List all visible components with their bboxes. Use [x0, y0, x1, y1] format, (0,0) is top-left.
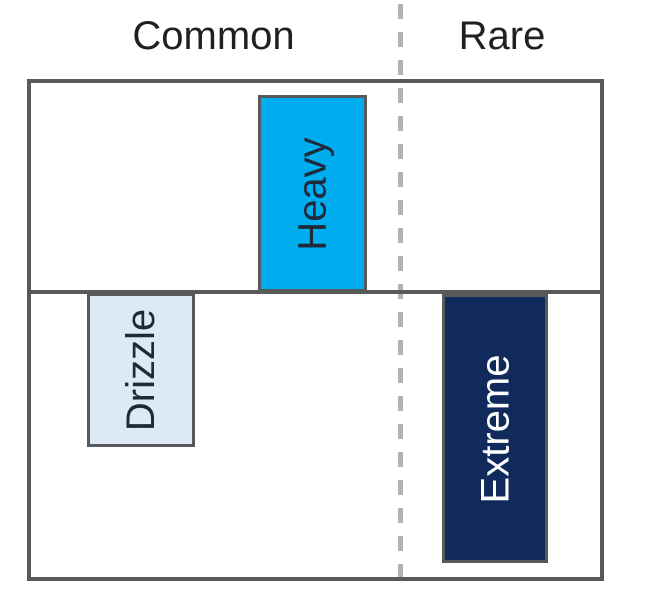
column-label-rare: Rare: [458, 14, 546, 58]
bar-heavy: Heavy: [258, 95, 367, 292]
diagram-frame: [27, 79, 604, 581]
horizontal-midline: [27, 290, 604, 294]
bar-drizzle-label: Drizzle: [119, 308, 164, 432]
bar-drizzle: Drizzle: [87, 293, 195, 447]
bar-extreme-label: Extreme: [473, 354, 517, 503]
column-label-common: Common: [132, 14, 295, 58]
bar-extreme: Extreme: [442, 294, 548, 563]
bar-heavy-label: Heavy: [290, 136, 335, 251]
